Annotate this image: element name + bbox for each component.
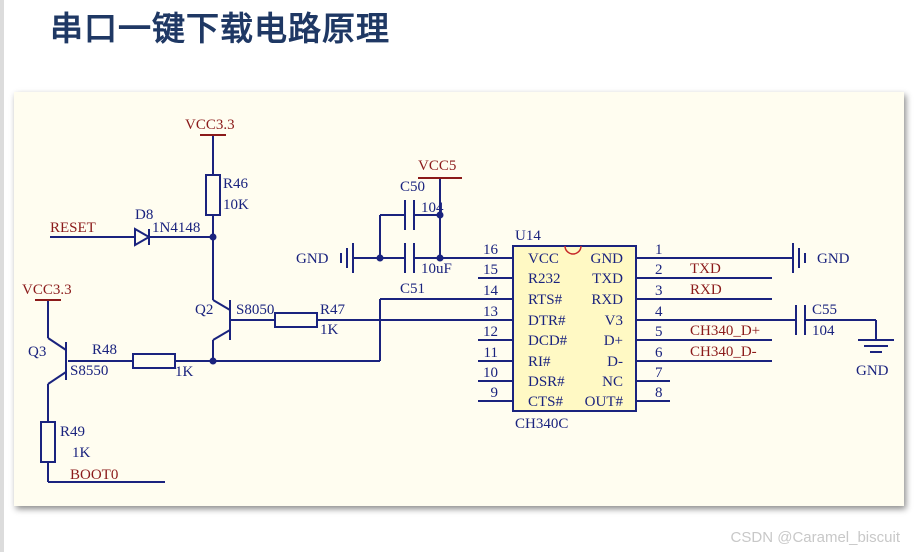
ic-pin-number: 12 — [483, 324, 498, 340]
net-dplus: CH340_D+ — [690, 323, 760, 339]
c50-ref: C50 — [400, 179, 425, 195]
ic-pin-number: 14 — [483, 283, 499, 299]
r46-body — [205, 174, 221, 216]
q2-ref: Q2 — [195, 302, 213, 318]
watermark: CSDN @Caramel_biscuit — [730, 529, 900, 546]
ic-pin-number: 6 — [655, 345, 663, 361]
net-vcc33-left: VCC3.3 — [22, 282, 72, 298]
r47-body — [274, 312, 318, 328]
ic-pin-number: 10 — [483, 365, 498, 381]
r49-value: 1K — [72, 445, 91, 461]
ic-pin-number: 2 — [655, 262, 663, 278]
ic-pin-number: 9 — [491, 385, 499, 401]
net-dminus: CH340_D- — [690, 344, 757, 360]
c55-ref: C55 — [812, 302, 837, 318]
page-title: 串口一键下载电路原理 — [50, 9, 390, 48]
ic-pin-name: R232 — [528, 271, 561, 287]
ic-pin-number: 15 — [483, 262, 498, 278]
r48-ref: R48 — [92, 342, 117, 358]
ic-pin-name: NC — [602, 374, 623, 390]
c51-ref: C51 — [400, 281, 425, 297]
ic-pin-number: 4 — [655, 304, 663, 320]
ic-pin-name: OUT# — [585, 394, 624, 410]
ic-pin-name: GND — [591, 251, 624, 267]
page-left-rule — [0, 0, 4, 552]
d8-ref: D8 — [135, 207, 153, 223]
r46-ref: R46 — [223, 176, 249, 192]
net-gnd-right: GND — [817, 251, 850, 267]
d8-body — [134, 227, 152, 247]
r49-body — [40, 421, 56, 463]
ic-pin-number: 8 — [655, 385, 663, 401]
net-reset: RESET — [50, 220, 96, 236]
ic-pin-name: DSR# — [528, 374, 565, 390]
u14-value: CH340C — [515, 416, 568, 432]
c50-value: 104 — [421, 200, 444, 216]
q3-value: S8550 — [70, 363, 108, 379]
net-vcc5: VCC5 — [418, 158, 456, 174]
u14-notch — [564, 245, 582, 255]
ic-pin-number: 3 — [655, 283, 663, 299]
ic-pin-number: 5 — [655, 324, 663, 340]
ic-pin-number: 11 — [484, 345, 498, 361]
ic-pin-name: TXD — [592, 271, 623, 287]
r46-value: 10K — [223, 197, 249, 213]
net-boot0: BOOT0 — [70, 467, 118, 483]
ic-pin-name: VCC — [528, 251, 559, 267]
q3-ref: Q3 — [28, 344, 46, 360]
ic-pin-number: 16 — [483, 242, 499, 258]
r49-ref: R49 — [60, 424, 85, 440]
ic-pin-name: D- — [607, 354, 623, 370]
r48-value: 1K — [175, 364, 194, 380]
ic-pin-name: V3 — [605, 313, 623, 329]
ic-pin-name: CTS# — [528, 394, 564, 410]
ic-pin-number: 13 — [483, 304, 498, 320]
ic-pin-name: DTR# — [528, 313, 566, 329]
u14-body — [512, 245, 637, 412]
u14-ref: U14 — [515, 228, 541, 244]
q2-value: S8050 — [236, 302, 274, 318]
ic-pin-name: RI# — [528, 354, 551, 370]
ic-pin-name: RXD — [591, 292, 623, 308]
net-vcc33-top: VCC3.3 — [185, 117, 235, 133]
ic-pin-name: DCD# — [528, 333, 568, 349]
net-txd: TXD — [690, 261, 721, 277]
q2-collector — [212, 299, 231, 311]
ic-pin-name: RTS# — [528, 292, 563, 308]
net-gnd-left: GND — [296, 251, 329, 267]
ic-pin-name: D+ — [604, 333, 623, 349]
r47-value: 1K — [320, 322, 339, 338]
ic-pin-number: 7 — [655, 365, 663, 381]
c51-value: 10uF — [421, 261, 452, 277]
net-rxd: RXD — [690, 282, 722, 298]
r47-ref: R47 — [320, 302, 346, 318]
c55-value: 104 — [812, 323, 835, 339]
q3-emitter — [47, 337, 67, 351]
net-gnd-bottom: GND — [856, 363, 889, 379]
r48-body — [132, 353, 176, 369]
ic-pin-number: 1 — [655, 242, 663, 258]
q3-collector — [47, 371, 67, 385]
d8-value: 1N4148 — [152, 220, 200, 236]
q2-emitter — [212, 329, 231, 341]
